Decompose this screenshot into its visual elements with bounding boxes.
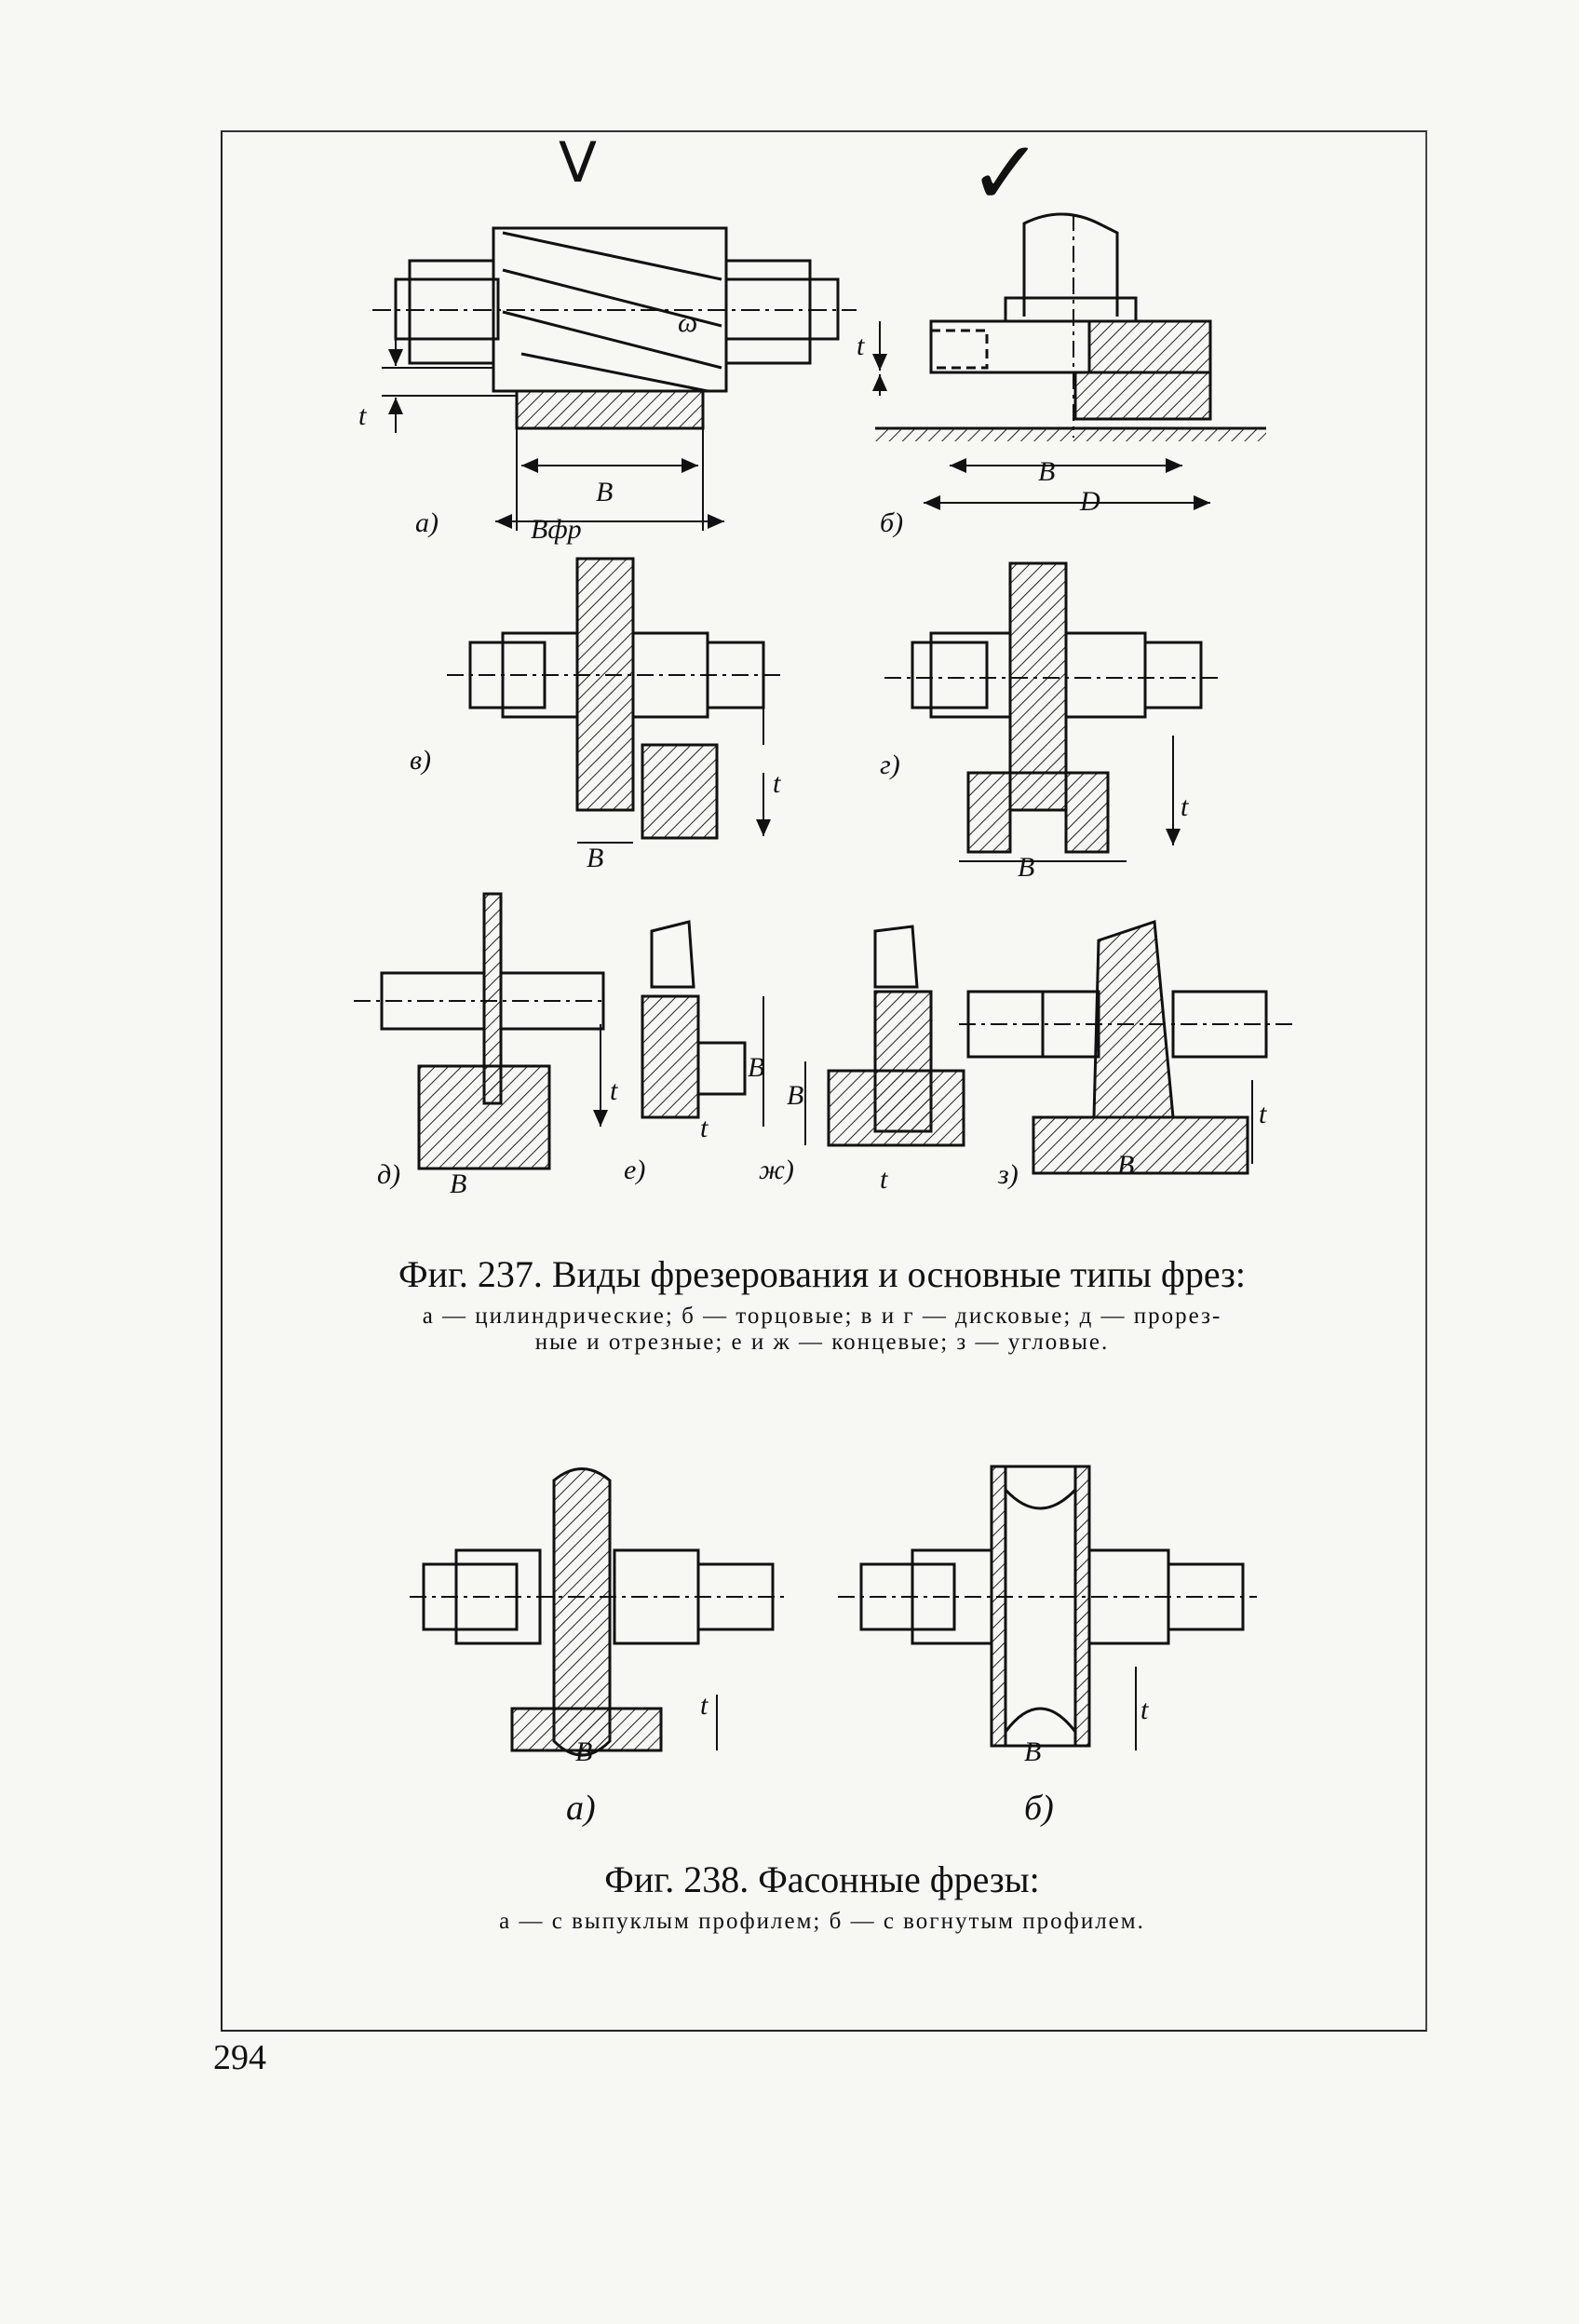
fig238-dim-b-B: B	[1024, 1736, 1042, 1767]
page-number: 294	[213, 2038, 266, 2077]
dim-b-t: t	[857, 331, 865, 361]
fig238-dim-a-B: B	[575, 1736, 593, 1767]
dim-b-D: D	[1080, 486, 1100, 517]
dim-v-t: t	[773, 768, 781, 799]
fig237-legend-line2: ные и отрезные; е и ж — концевые; з — уг…	[534, 1330, 1110, 1355]
panel-label-b: б)	[880, 507, 904, 538]
dim-e-t: t	[700, 1113, 709, 1143]
fig238-panel-label-a: а)	[566, 1789, 596, 1828]
dim-d-B: B	[450, 1169, 467, 1199]
panel-zh-end-mill	[804, 925, 965, 1147]
panel-b-face-cutter	[872, 212, 1266, 510]
fig238-dim-b-t: t	[1140, 1695, 1149, 1725]
dim-omega: ω	[678, 307, 698, 338]
panel-label-d: д)	[377, 1159, 401, 1190]
fig238-legend: а — с выпуклым профилем; б — с вогнутым …	[499, 1909, 1145, 1934]
panel-label-g: г)	[880, 750, 900, 780]
panel-label-v: в)	[410, 745, 432, 776]
dim-a-B: B	[596, 477, 614, 507]
figure-frame	[221, 130, 1427, 2032]
dim-z-B: B	[1117, 1150, 1135, 1181]
panel-label-e: е)	[624, 1155, 646, 1185]
panel-v-disc-cutter	[447, 557, 782, 844]
handwritten-v-mark: V	[559, 130, 598, 196]
dim-d-t: t	[610, 1075, 618, 1106]
dim-z-t: t	[1259, 1099, 1267, 1129]
fig238-title: Фиг. 238. Фасонные фрезы:	[604, 1858, 1040, 1900]
dim-v-B: B	[587, 843, 604, 873]
dim-g-B: B	[1018, 852, 1035, 883]
panel-label-zh: ж)	[759, 1155, 794, 1185]
panel-e-end-mill	[641, 920, 764, 1127]
panel-label-a: а)	[415, 507, 439, 538]
panel-label-z: з)	[998, 1159, 1019, 1190]
dim-e-B: B	[748, 1052, 765, 1083]
fig238-a-convex-cutter	[410, 1467, 787, 1757]
dim-a-Bfr: Bфр	[531, 514, 582, 545]
dim-b-B: B	[1038, 456, 1056, 487]
panel-d-slitting-saw	[354, 892, 608, 1170]
fig238-dim-a-t: t	[700, 1690, 709, 1721]
fig237-legend-line1: а — цилиндрические; б — торцовые; в и г …	[422, 1304, 1222, 1329]
dim-a-t: t	[358, 400, 367, 431]
fig238-b-concave-cutter	[838, 1465, 1257, 1750]
dim-zh-B: B	[787, 1080, 804, 1111]
panel-g-disc-cutter	[884, 561, 1220, 862]
handwritten-check-mark: ✓	[968, 121, 1044, 225]
fig237-title: Фиг. 237. Виды фрезерования и основные т…	[398, 1253, 1246, 1295]
panel-a-cylindrical-cutter	[372, 226, 857, 531]
dim-zh-t: t	[880, 1164, 888, 1195]
fig238-panel-label-b: б)	[1024, 1789, 1054, 1828]
panel-z-angle-cutter	[959, 919, 1294, 1175]
dim-g-t: t	[1181, 791, 1189, 822]
